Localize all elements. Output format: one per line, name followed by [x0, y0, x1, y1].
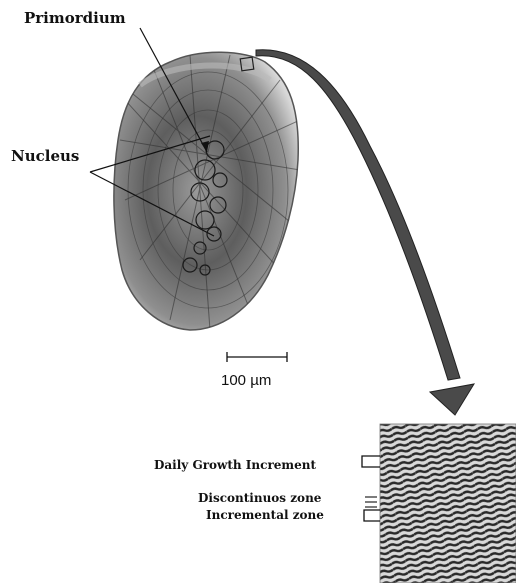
bracket-incremental-zone	[364, 510, 380, 521]
nucleus-label: Nucleus	[11, 147, 79, 165]
scale-bar	[227, 352, 287, 362]
scale-bar-label: 100 µm	[221, 372, 271, 389]
bracket-daily-growth	[362, 456, 380, 467]
micrograph-inset	[380, 424, 516, 583]
incremental-zone-label: Incremental zone	[206, 508, 324, 522]
bracket-discontinuous-zone	[365, 497, 377, 507]
primordium-label: Primordium	[24, 9, 126, 27]
otolith-body	[114, 52, 300, 330]
discontinuous-zone-label: Discontinuos zone	[198, 491, 321, 505]
daily-growth-increment-label: Daily Growth Increment	[154, 458, 316, 472]
